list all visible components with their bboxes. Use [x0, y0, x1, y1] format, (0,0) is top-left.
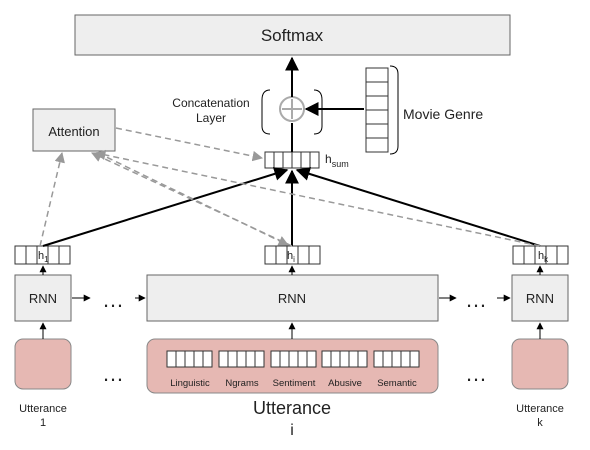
ellipsis-utt-right: … — [465, 361, 487, 386]
hk-vector: hk — [512, 245, 569, 265]
utterance-1-label: Utterance — [19, 403, 67, 415]
rnn-right: RNN — [511, 274, 569, 322]
h-sum-label: hsum — [325, 152, 349, 169]
utterance-k-index: k — [537, 417, 543, 429]
ellipsis-rnn-right: … — [465, 287, 487, 312]
softmax-node: Softmax — [74, 14, 511, 56]
feature-semantic-label: Semantic — [377, 378, 417, 389]
arrow-h1-hsum — [42, 167, 289, 247]
rnn-right-label: RNN — [526, 291, 554, 306]
rnn-middle-label: RNN — [278, 291, 306, 306]
hi-vector: hi — [264, 245, 321, 265]
attention-label: Attention — [48, 124, 99, 139]
rnn-middle: RNN — [146, 274, 439, 322]
feature-linguistic: Linguistic — [166, 350, 213, 389]
dashed-attention-hsum — [115, 127, 264, 162]
hi-label: hi — [287, 250, 295, 264]
concat-label-line2: Layer — [196, 111, 226, 125]
concatenation-layer: Concatenation Layer — [172, 89, 323, 135]
movie-genre-label: Movie Genre — [403, 106, 483, 122]
concat-label-line1: Concatenation — [172, 96, 249, 110]
utterance-k-label: Utterance — [516, 403, 564, 415]
h1-label: h1 — [38, 250, 49, 264]
feature-abusive-label: Abusive — [328, 378, 362, 389]
rnn-left-label: RNN — [29, 291, 57, 306]
utterance-1-box — [14, 338, 72, 390]
utterance-1-index: 1 — [40, 417, 46, 429]
utterance-i-index: i — [290, 422, 294, 439]
h-sum-vector: hsum — [264, 151, 349, 169]
attention-node: Attention — [32, 108, 116, 152]
movie-genre-vector: Movie Genre — [365, 65, 483, 155]
dashed-hi-attention — [91, 152, 293, 247]
feature-sentiment-label: Sentiment — [273, 378, 316, 389]
dashed-h1-attention — [39, 151, 65, 247]
dashed-hk-attention — [94, 149, 541, 247]
arrow-hk-hsum — [295, 167, 541, 247]
ellipsis-utt-left: … — [102, 361, 124, 386]
utterance-i-box: Linguistic Ngrams Sentiment Abusive Sema… — [146, 338, 439, 394]
feature-ngrams-label: Ngrams — [225, 378, 259, 389]
feature-semantic: Semantic — [373, 350, 420, 389]
h1-vector: h1 — [14, 245, 71, 265]
feature-sentiment: Sentiment — [270, 350, 317, 389]
utterance-k-box — [511, 338, 569, 390]
utterance-i-label: Utterance — [253, 398, 331, 418]
feature-ngrams: Ngrams — [218, 350, 265, 389]
feature-linguistic-label: Linguistic — [170, 378, 210, 389]
rnn-left: RNN — [14, 274, 72, 322]
softmax-label: Softmax — [261, 26, 324, 45]
hk-label: hk — [538, 250, 549, 264]
dashed-attention-hi — [97, 152, 289, 246]
feature-abusive: Abusive — [321, 350, 368, 389]
ellipsis-rnn-left: … — [102, 287, 124, 312]
